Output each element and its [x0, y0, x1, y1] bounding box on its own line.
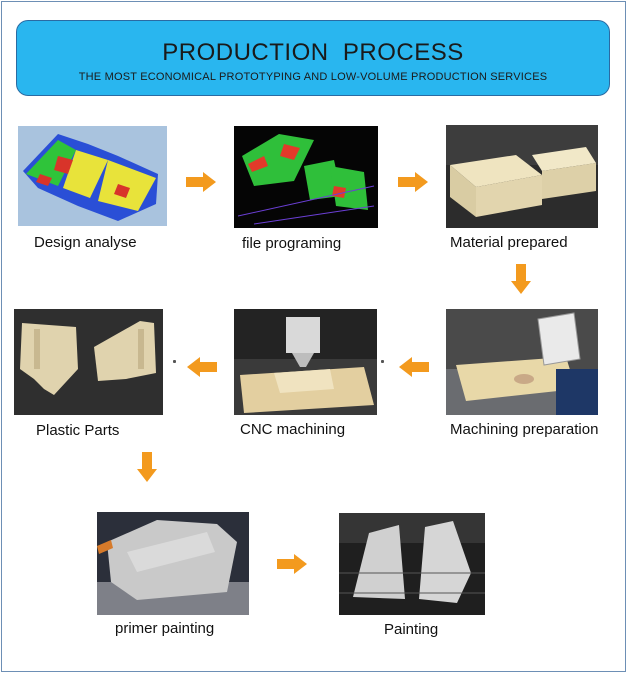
arrow-down-icon	[511, 264, 531, 294]
cad-model-image	[18, 126, 167, 226]
divider-dot	[381, 360, 384, 363]
machine-setup-image	[446, 309, 598, 415]
step-label-material-prepared: Material prepared	[450, 234, 568, 251]
cnc-machine-image	[234, 309, 377, 415]
arrow-left-icon	[187, 357, 217, 377]
page-subtitle: THE MOST ECONOMICAL PROTOTYPING AND LOW-…	[78, 71, 548, 83]
arrow-right-icon	[186, 172, 216, 192]
header-banner: PRODUCTION PROCESS THE MOST ECONOMICAL P…	[16, 20, 610, 96]
step-label-primer-painting: primer painting	[115, 620, 215, 637]
step-label-file-programing: file programing	[242, 235, 342, 252]
arrow-right-icon	[277, 554, 307, 574]
step-label-painting: Painting	[384, 621, 439, 638]
step-label-plastic-parts: Plastic Parts	[36, 422, 120, 439]
arrow-right-icon	[398, 172, 428, 192]
step-label-machining-preparation: Machining preparation	[450, 421, 599, 438]
divider-dot	[173, 360, 176, 363]
page-title: PRODUCTION PROCESS	[162, 39, 464, 66]
toolpath-image	[234, 126, 378, 228]
plastic-parts-image	[14, 309, 163, 415]
primer-parts-image	[97, 512, 249, 615]
step-label-design-analyse: Design analyse	[34, 234, 137, 251]
material-blocks-image	[446, 125, 598, 228]
painted-parts-image	[339, 513, 485, 615]
arrow-down-icon	[137, 452, 157, 482]
step-label-cnc-machining: CNC machining	[240, 421, 346, 438]
arrow-left-icon	[399, 357, 429, 377]
